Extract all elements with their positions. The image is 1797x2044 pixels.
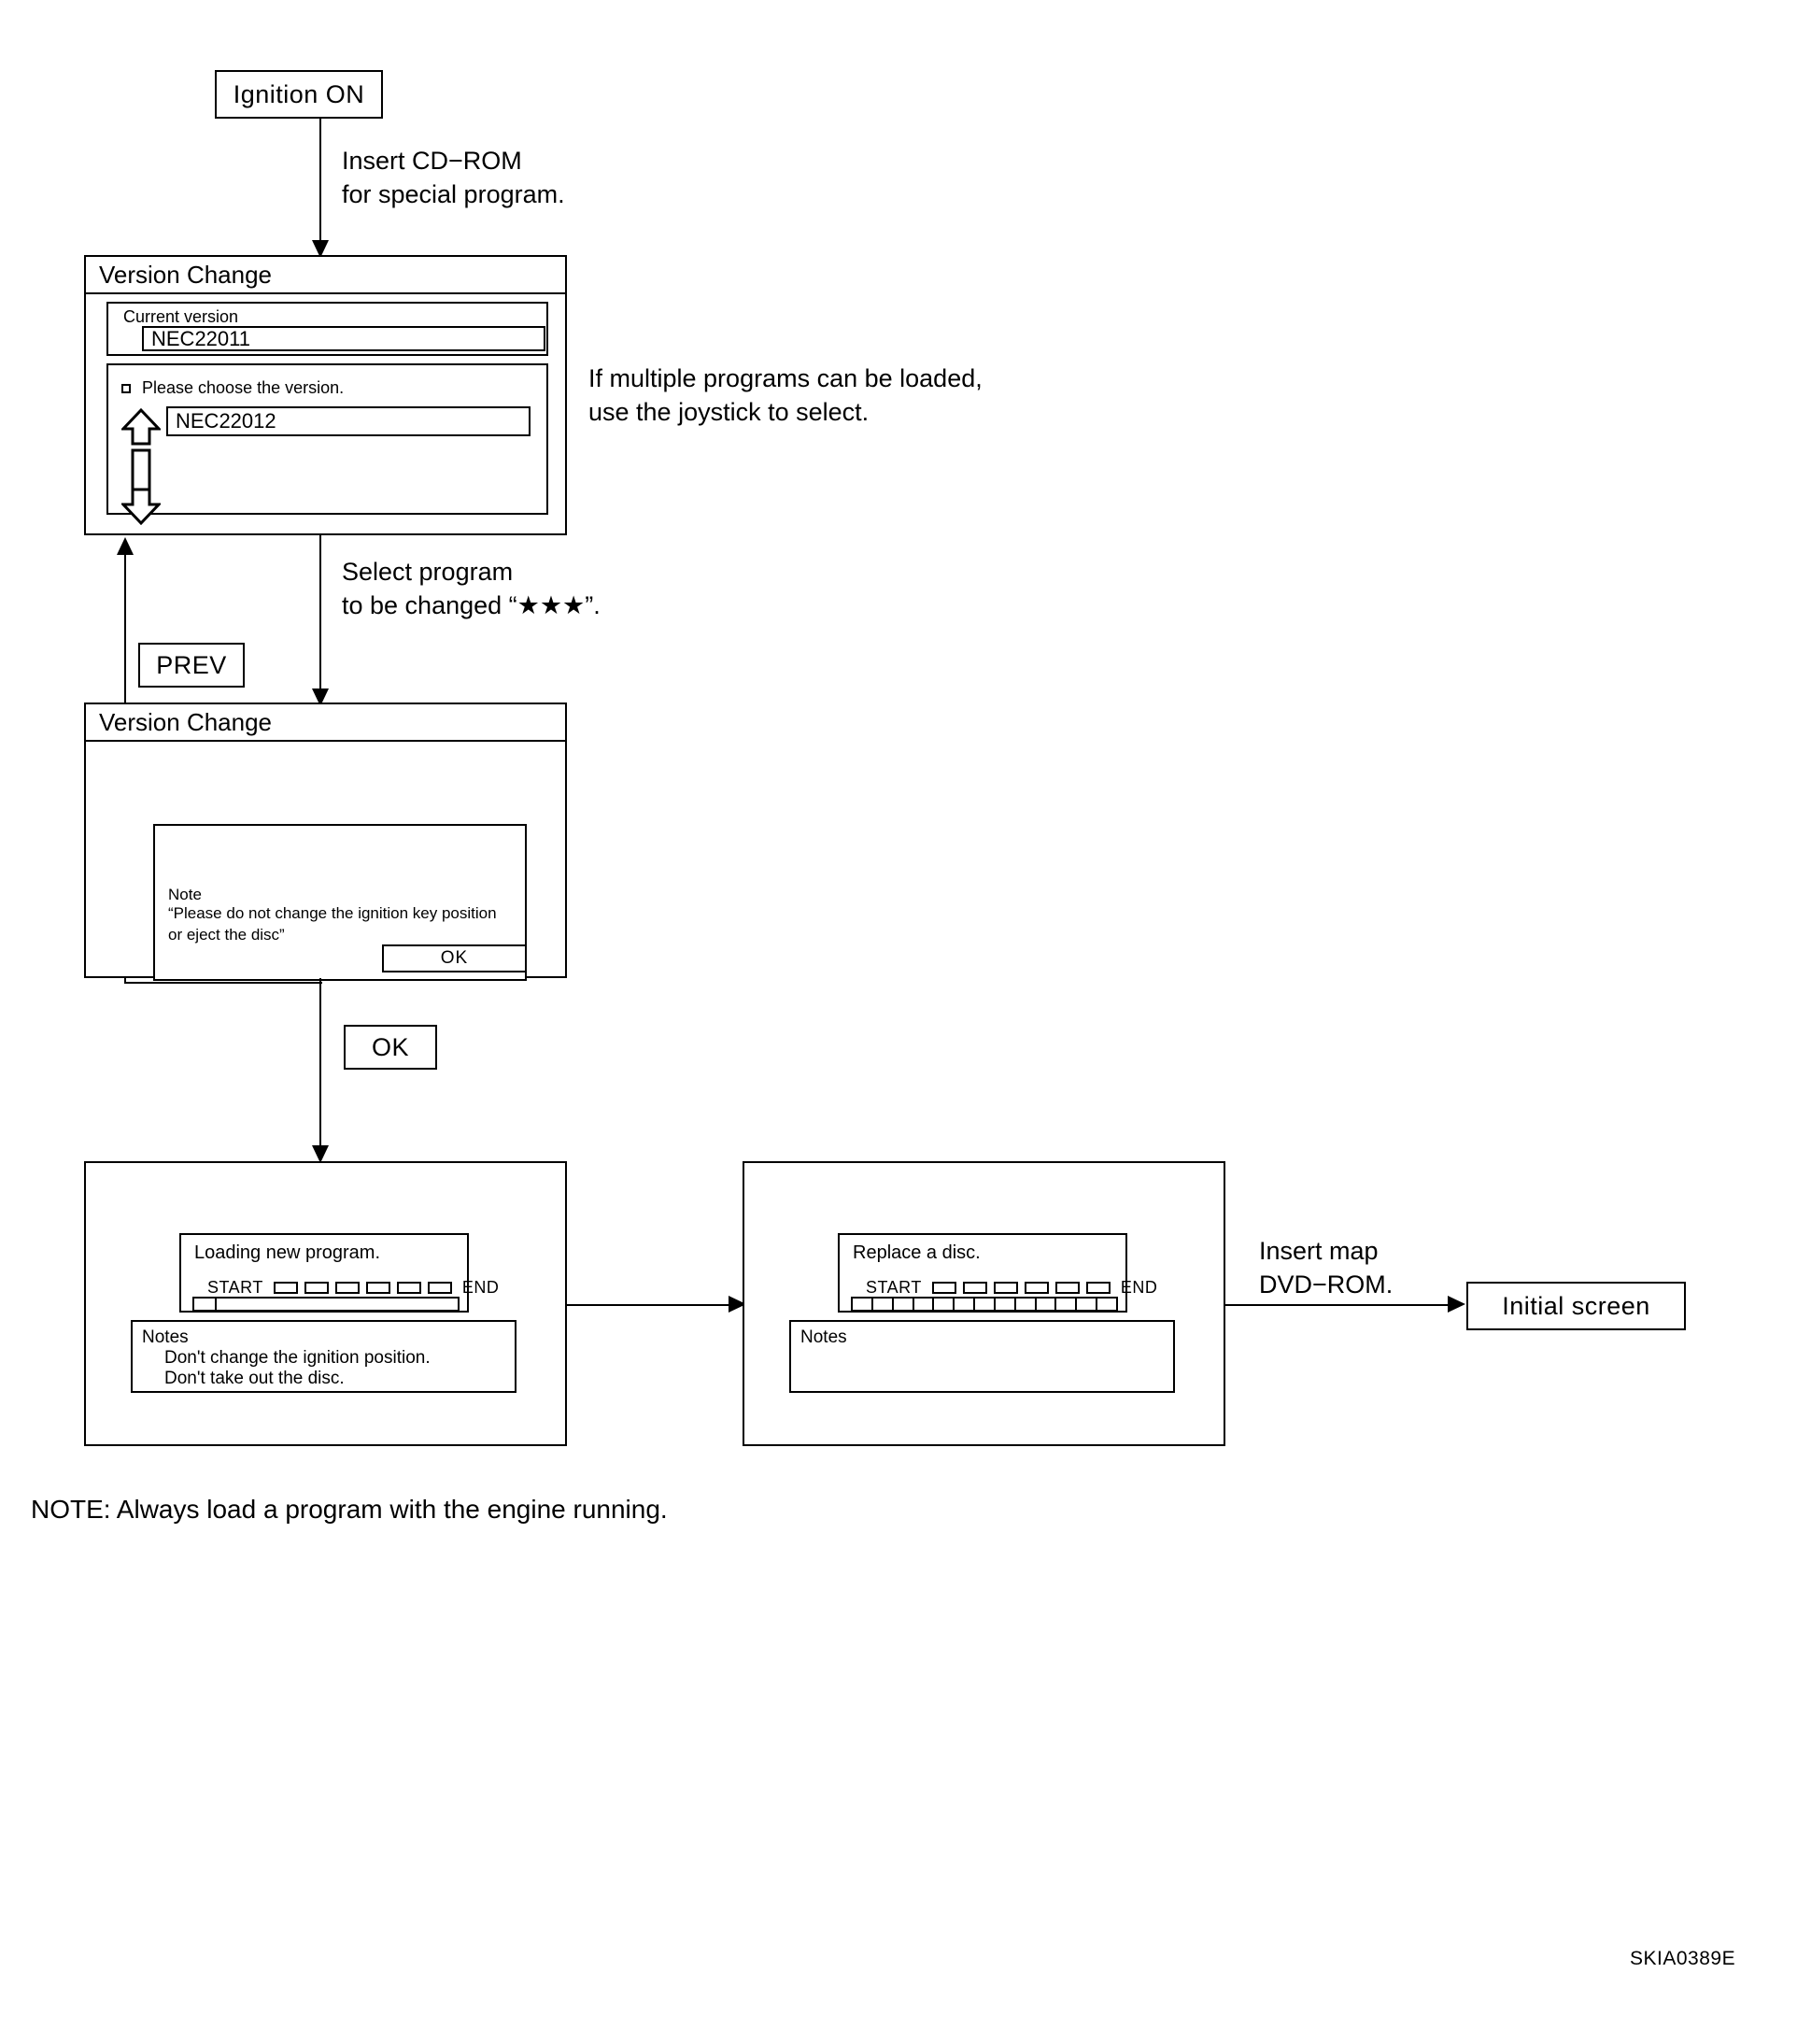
segment bbox=[993, 1282, 1018, 1294]
replace-notes-heading: Notes bbox=[800, 1327, 847, 1347]
progress-cell bbox=[1036, 1299, 1057, 1310]
replace-segments bbox=[931, 1282, 1111, 1294]
node-ignition-on-label: Ignition ON bbox=[233, 79, 365, 108]
edge-label-insert-cdrom: Insert CD−ROM for special program. bbox=[342, 147, 565, 208]
confirm-ok-button[interactable]: OK bbox=[382, 944, 527, 972]
progress-cell bbox=[872, 1299, 894, 1310]
node-prev-button[interactable]: PREV bbox=[138, 643, 245, 688]
replace-title: Replace a disc. bbox=[853, 1242, 981, 1263]
arrowhead-down-icon bbox=[312, 240, 329, 258]
edge-label-joystick-hint: If multiple programs can be loaded, use … bbox=[588, 364, 983, 426]
current-version-value: NEC22011 bbox=[142, 326, 545, 351]
replace-progress-panel: Replace a disc. START END bbox=[838, 1233, 1157, 1313]
confirm-ok-label: OK bbox=[440, 948, 469, 968]
confirm-note-body: “Please do not change the ignition key p… bbox=[168, 904, 497, 944]
progress-cell bbox=[1015, 1299, 1037, 1310]
screen-version-confirm: Version Change Note “Please do not chang… bbox=[84, 703, 567, 981]
progress-cell-filled bbox=[194, 1299, 217, 1310]
node-initial-screen-label: Initial screen bbox=[1502, 1291, 1650, 1320]
screen-version-confirm-title: Version Change bbox=[86, 704, 565, 742]
progress-cell bbox=[913, 1299, 935, 1310]
loading-progress-panel: Loading new program. START END bbox=[179, 1233, 499, 1313]
progress-cell bbox=[893, 1299, 914, 1310]
edge-label-insert-map-dvd: Insert map DVD−ROM. bbox=[1259, 1237, 1394, 1299]
arrow-down-icon[interactable] bbox=[121, 488, 161, 525]
progress-cell bbox=[955, 1299, 976, 1310]
connector-ignition-to-version bbox=[319, 119, 321, 249]
segment bbox=[1024, 1282, 1049, 1294]
segment bbox=[273, 1282, 298, 1294]
segment bbox=[1085, 1282, 1111, 1294]
replace-segment-row: START END bbox=[866, 1278, 1157, 1298]
segment bbox=[427, 1282, 452, 1294]
segment bbox=[334, 1282, 360, 1294]
progress-cell bbox=[1097, 1299, 1116, 1310]
arrowhead-down-icon bbox=[312, 1145, 329, 1163]
edge-label-select-program: Select program to be changed “★★★”. bbox=[342, 558, 601, 619]
screen-replace-disc: Replace a disc. START END bbox=[743, 1161, 1225, 1446]
footer-note: NOTE: Always load a program with the eng… bbox=[31, 1495, 668, 1524]
replace-progress-bar bbox=[851, 1297, 1118, 1312]
arrowhead-right-icon bbox=[1448, 1296, 1465, 1313]
screen-version-select-title: Version Change bbox=[86, 257, 565, 294]
node-ignition-on[interactable]: Ignition ON bbox=[215, 70, 383, 119]
segment bbox=[962, 1282, 987, 1294]
loading-progress-bar bbox=[192, 1297, 460, 1312]
loading-notes-box: Notes Don't change the ignition position… bbox=[131, 1320, 516, 1393]
connector-replace-to-initial bbox=[1225, 1304, 1459, 1306]
choose-version-prompt: Please choose the version. bbox=[142, 378, 345, 397]
connector-confirm-to-loading bbox=[319, 978, 321, 1156]
loading-start-label: START bbox=[207, 1278, 263, 1297]
segment bbox=[304, 1282, 329, 1294]
segment bbox=[1054, 1282, 1080, 1294]
arrowhead-down-icon bbox=[312, 688, 329, 706]
screen-loading: Loading new program. START END Note bbox=[84, 1161, 567, 1446]
progress-cell bbox=[975, 1299, 996, 1310]
loading-notes-line-2: Don't take out the disc. bbox=[164, 1369, 345, 1388]
replace-start-label: START bbox=[866, 1278, 922, 1297]
replace-end-label: END bbox=[1120, 1278, 1158, 1297]
progress-cell bbox=[934, 1299, 955, 1310]
progress-cell bbox=[217, 1299, 458, 1310]
screen-version-select: Version Change Current version NEC22011 … bbox=[84, 255, 567, 535]
segment bbox=[931, 1282, 956, 1294]
node-ok-label: OK bbox=[371, 1032, 409, 1061]
replace-notes-box: Notes bbox=[789, 1320, 1175, 1393]
choose-version-panel: Please choose the version. NEC22012 bbox=[106, 363, 548, 525]
segment bbox=[365, 1282, 390, 1294]
progress-cell bbox=[995, 1299, 1016, 1310]
current-version-label: Current version bbox=[123, 307, 239, 326]
loading-title: Loading new program. bbox=[194, 1242, 381, 1263]
connector-select-to-confirm bbox=[319, 535, 321, 699]
arrow-up-icon[interactable] bbox=[121, 408, 161, 446]
progress-cell bbox=[1077, 1299, 1098, 1310]
arrowhead-right-icon bbox=[729, 1296, 746, 1313]
choose-version-prompt-row: Please choose the version. bbox=[121, 378, 344, 398]
current-version-panel: Current version NEC22011 bbox=[106, 302, 548, 356]
loading-segments bbox=[273, 1282, 452, 1294]
node-prev-label: PREV bbox=[156, 650, 227, 679]
connector-prev-horizontal bbox=[124, 982, 322, 984]
loading-notes-line-1: Don't change the ignition position. bbox=[164, 1348, 431, 1368]
scroll-track-icon[interactable] bbox=[131, 448, 151, 493]
node-initial-screen[interactable]: Initial screen bbox=[1466, 1282, 1686, 1330]
selected-version-value[interactable]: NEC22012 bbox=[166, 406, 531, 436]
node-ok-button[interactable]: OK bbox=[344, 1025, 437, 1070]
figure-id: SKIA0389E bbox=[1630, 1948, 1736, 1969]
arrowhead-up-icon bbox=[117, 537, 134, 555]
progress-cell bbox=[853, 1299, 873, 1310]
connector-loading-to-replace bbox=[567, 1304, 740, 1306]
segment bbox=[396, 1282, 421, 1294]
confirm-note-heading: Note bbox=[168, 886, 202, 903]
bullet-icon bbox=[121, 383, 131, 393]
loading-notes-heading: Notes bbox=[142, 1327, 189, 1347]
progress-cell bbox=[1056, 1299, 1078, 1310]
loading-end-label: END bbox=[461, 1278, 500, 1297]
loading-segment-row: START END bbox=[207, 1278, 499, 1298]
